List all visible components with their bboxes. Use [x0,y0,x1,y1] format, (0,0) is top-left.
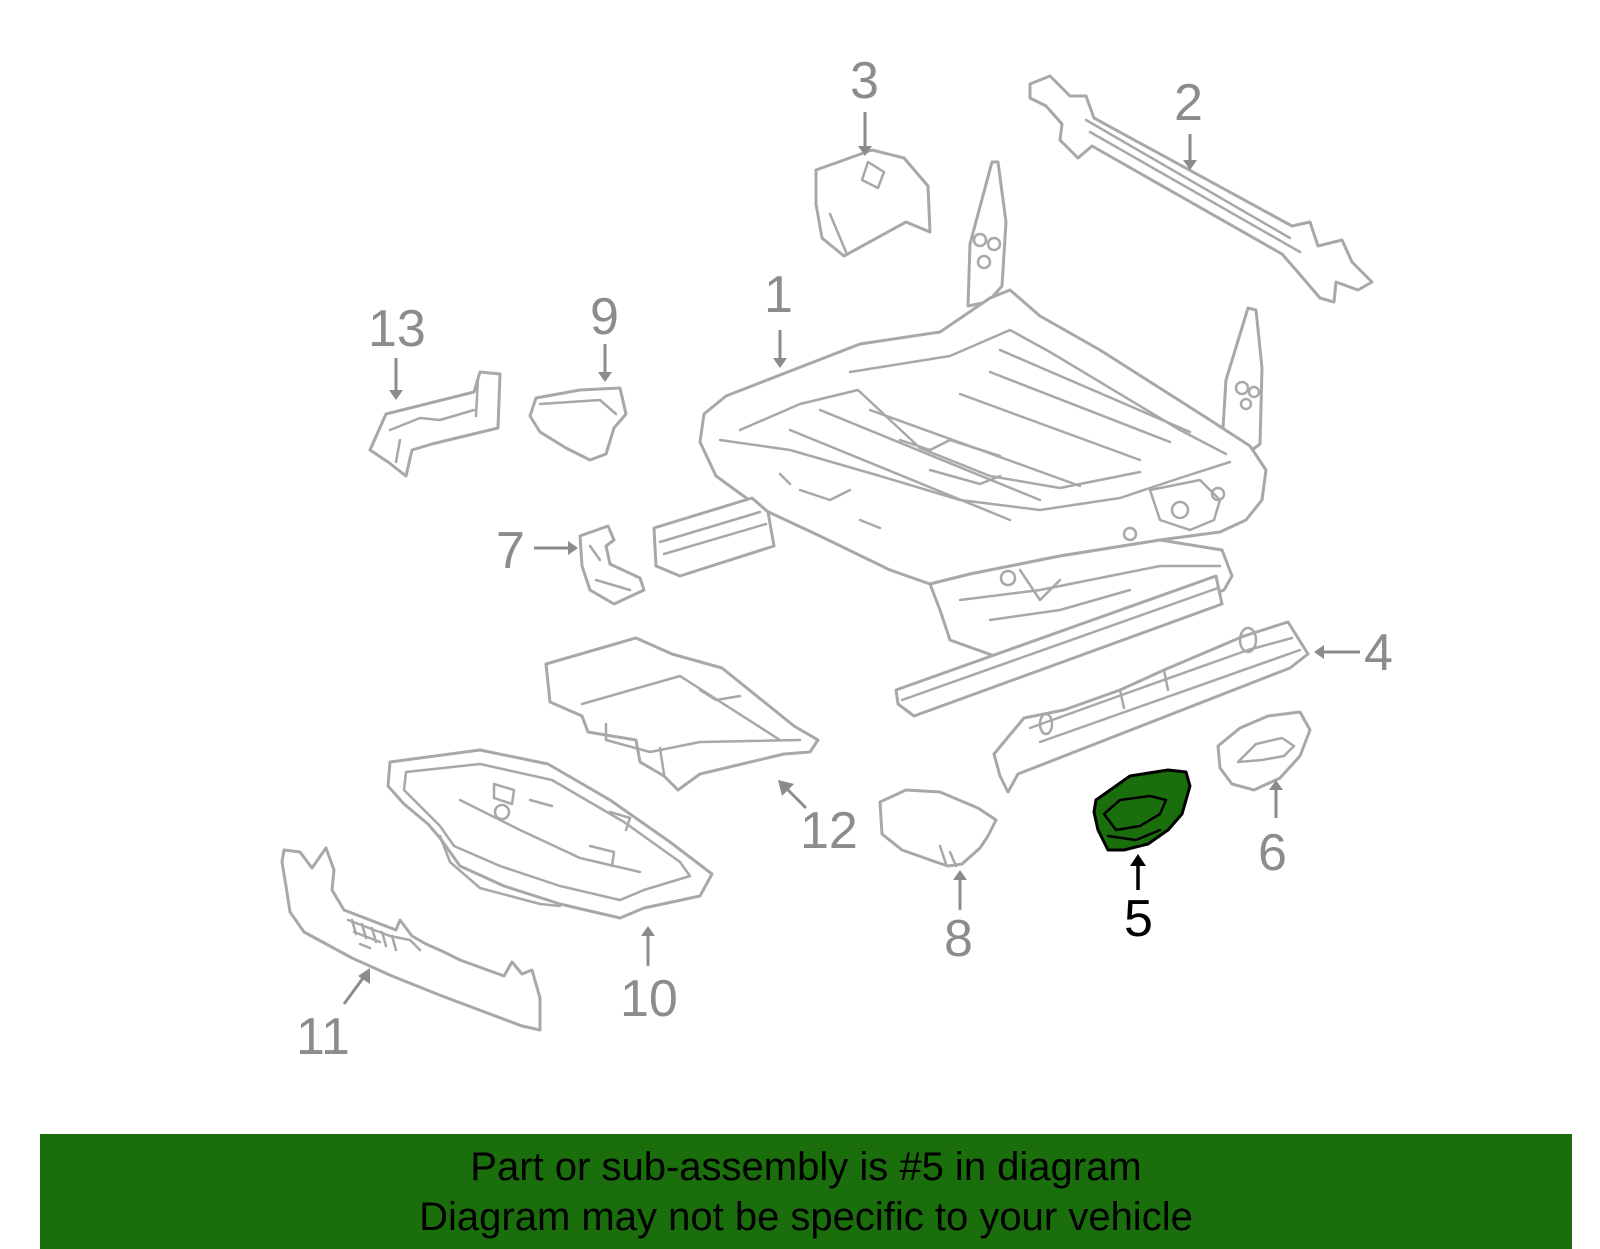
callout-10: 10 [620,970,678,1028]
part-5-highlighted-cover [1092,768,1192,852]
part-10-lower-tray [386,748,714,920]
callout-2: 2 [1174,74,1203,132]
callout-9: 9 [590,288,619,346]
callout-1: 1 [764,266,793,324]
part-12-panel [544,636,820,792]
part-1-seat-frame [652,160,1268,718]
leader-lines [342,112,1360,1005]
part-13-bracket [368,370,502,478]
part-9-switch-cover [528,386,628,462]
banner-line-disclaimer: Diagram may not be specific to your vehi… [419,1195,1193,1239]
callout-7: 7 [496,522,525,580]
part-4-track-cover [992,620,1310,794]
part-11-front-trim [280,846,542,1032]
callout-numbers: 3 2 1 13 9 7 4 6 8 10 11 12 5 [296,52,1393,1066]
callout-5: 5 [1124,890,1153,948]
part-7-clip [578,524,646,606]
part-8-lever-handle [878,788,998,868]
part-6-recline-handle [1216,710,1312,792]
parts-diagram: 3 2 1 13 9 7 4 6 8 10 11 12 5 [280,52,1393,1066]
callout-11: 11 [296,1008,350,1066]
banner-line-part: Part or sub-assembly is #5 in diagram [470,1145,1142,1189]
callout-13: 13 [368,300,426,358]
callout-6: 6 [1258,824,1287,882]
callout-3: 3 [850,52,879,110]
callout-4: 4 [1364,624,1393,682]
callout-8: 8 [944,910,973,968]
callout-12: 12 [800,802,858,860]
part-2-cross-tube [1028,74,1374,304]
info-banner: Part or sub-assembly is #5 in diagram Di… [40,1134,1572,1249]
part-3-bracket [814,148,932,258]
